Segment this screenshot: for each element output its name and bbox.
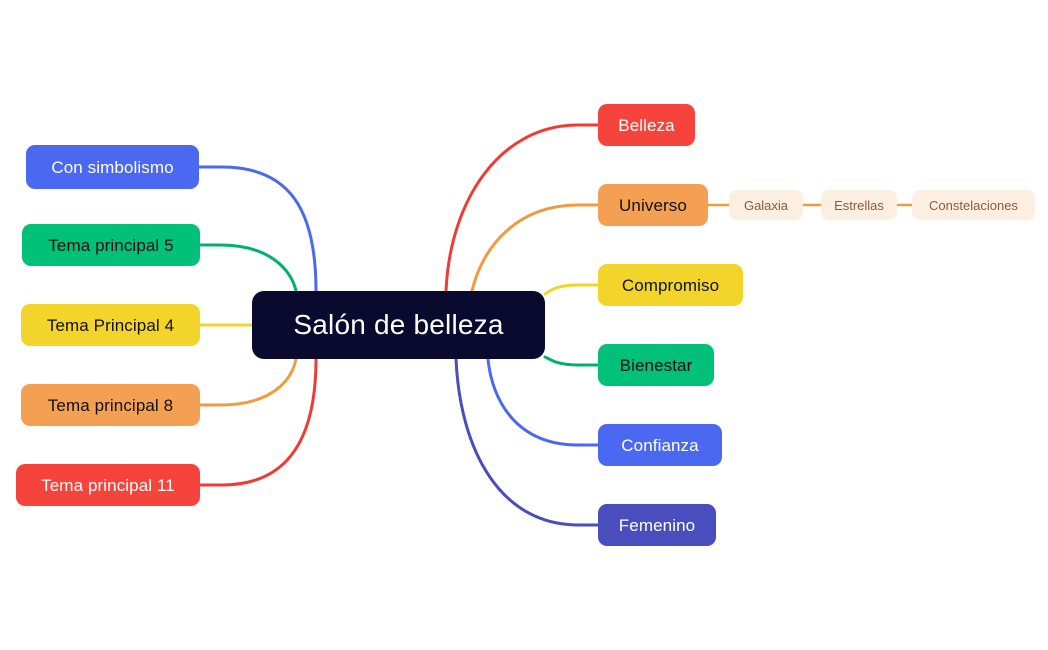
connector-femenino [454,357,600,527]
branch-node[interactable]: Tema Principal 4 [21,304,200,346]
branch-node-label: Con simbolismo [51,157,174,177]
sub-node-label: Galaxia [743,197,789,213]
branch-node-label: Compromiso [621,275,720,295]
branch-node-label: Tema principal 8 [47,395,174,415]
connector-compromiso [543,283,600,296]
connector-bienestar [543,355,600,367]
root-node[interactable]: Salón de belleza [252,291,545,359]
branch-node-label: Belleza [618,115,675,135]
branch-node[interactable]: Tema principal 8 [21,384,200,426]
branch-node-label: Bienestar [619,355,693,375]
branch-node[interactable]: Compromiso [598,264,743,306]
branch-node-label: Tema Principal 4 [46,315,175,335]
branch-node[interactable]: Belleza [598,104,695,146]
root-node-label: Salón de belleza [293,309,504,340]
sub-node[interactable]: Galaxia [729,190,803,220]
branch-node-label: Tema principal 11 [41,475,175,495]
connector-tema-principal-8 [198,357,298,407]
connector-con-simbolismo [197,165,318,293]
branch-node[interactable]: Bienestar [598,344,714,386]
branch-node-label: Femenino [618,515,696,535]
sub-node-label: Estrellas [834,197,884,213]
connector-tema-principal-11 [198,357,318,487]
branch-node-label: Confianza [621,435,699,455]
branch-node[interactable]: Tema principal 5 [22,224,200,266]
sub-node[interactable]: Estrellas [821,190,897,220]
connector-belleza [444,123,600,293]
branch-node-label: Universo [619,195,687,215]
connector-universo [470,203,600,293]
branch-node[interactable]: Tema principal 11 [16,464,200,506]
connector-tema-principal-5 [198,243,298,293]
sub-node[interactable]: Constelaciones [912,190,1035,220]
branch-node[interactable]: Femenino [598,504,716,546]
connector-confianza [486,357,600,447]
sub-node-label: Constelaciones [929,197,1018,213]
branch-node[interactable]: Confianza [598,424,722,466]
branch-node[interactable]: Universo [598,184,708,226]
branch-node-label: Tema principal 5 [48,235,174,255]
branch-node[interactable]: Con simbolismo [26,145,199,189]
